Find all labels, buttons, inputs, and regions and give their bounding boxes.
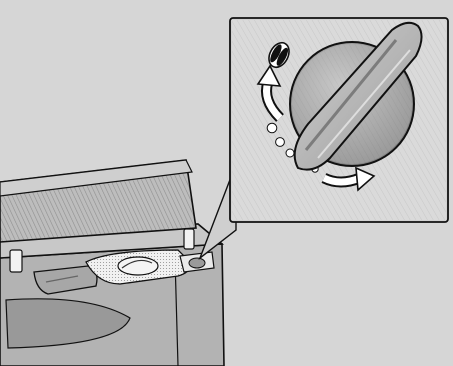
lid-hinge-right — [184, 229, 194, 249]
coffee-machine — [0, 160, 224, 366]
grinder-dial-small — [189, 258, 205, 268]
lid-hinge-left — [10, 250, 22, 272]
detail-panel — [230, 18, 448, 222]
